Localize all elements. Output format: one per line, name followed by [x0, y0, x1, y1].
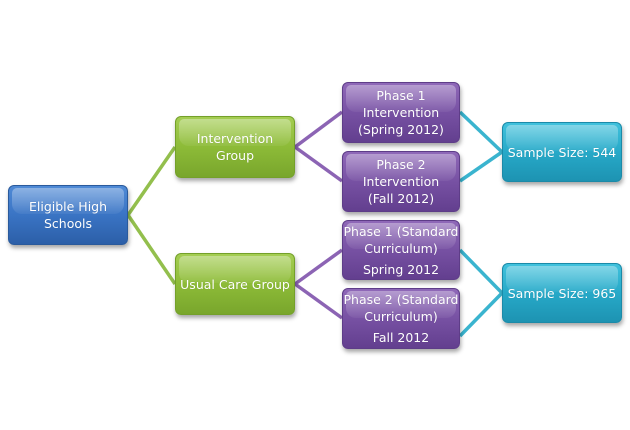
node-usual-care-group: Usual Care Group — [175, 253, 295, 315]
node-sample-size-intervention: Sample Size: 544 — [502, 122, 622, 182]
connector-std-phase1-to-sample — [458, 248, 504, 295]
connector-intervention-to-phase2 — [293, 145, 344, 183]
node-label-line: Intervention — [362, 105, 440, 120]
node-label-line: Intervention — [196, 131, 274, 146]
node-label-line: Intervention — [362, 174, 440, 189]
node-label-line: Curriculum) — [364, 240, 438, 256]
node-label-line: Schools — [43, 216, 92, 231]
node-phase1-intervention: Phase 1 Intervention (Spring 2012) — [342, 82, 460, 143]
node-phase2-intervention: Phase 2 Intervention (Fall 2012) — [342, 151, 460, 212]
connector-usual-care-to-phase2 — [293, 282, 344, 320]
node-label-line: Group — [215, 148, 255, 163]
connector-usual-care-to-phase1 — [293, 248, 344, 286]
node-label-line: Sample Size: 544 — [507, 144, 617, 160]
node-phase2-standard-curriculum: Phase 2 (Standard Curriculum) Fall 2012 — [342, 288, 460, 349]
node-label-line: Phase 1 (Standard — [343, 223, 459, 239]
node-intervention-group: Intervention Group — [175, 116, 295, 178]
node-label-line: Sample Size: 965 — [507, 285, 617, 301]
node-sub-label: Spring 2012 — [362, 261, 440, 277]
connector-std-phase2-to-sample — [458, 291, 504, 338]
node-label-line: Curriculum) — [364, 309, 438, 324]
node-eligible-high-schools: Eligible High Schools — [8, 185, 128, 245]
node-label-line: Phase 2 (Standard — [343, 292, 459, 307]
node-sub-label: Fall 2012 — [372, 330, 430, 345]
node-phase1-standard-curriculum: Phase 1 (Standard Curriculum) Spring 201… — [342, 220, 460, 280]
connector-root-to-intervention — [126, 146, 177, 216]
connector-int-phase2-to-sample — [459, 150, 503, 183]
node-label-line: Phase 1 — [376, 88, 426, 103]
connector-intervention-to-phase1 — [293, 110, 344, 149]
node-label-line: (Fall 2012) — [367, 191, 435, 206]
connector-root-to-usual-care — [126, 214, 177, 285]
connector-int-phase1-to-sample — [458, 110, 504, 154]
node-label-line: Phase 2 — [376, 157, 426, 172]
node-sample-size-usual-care: Sample Size: 965 — [502, 263, 622, 323]
node-label-line: Eligible High — [28, 199, 108, 214]
node-label-line: (Spring 2012) — [358, 122, 444, 137]
node-label-line: Usual Care Group — [180, 276, 290, 292]
